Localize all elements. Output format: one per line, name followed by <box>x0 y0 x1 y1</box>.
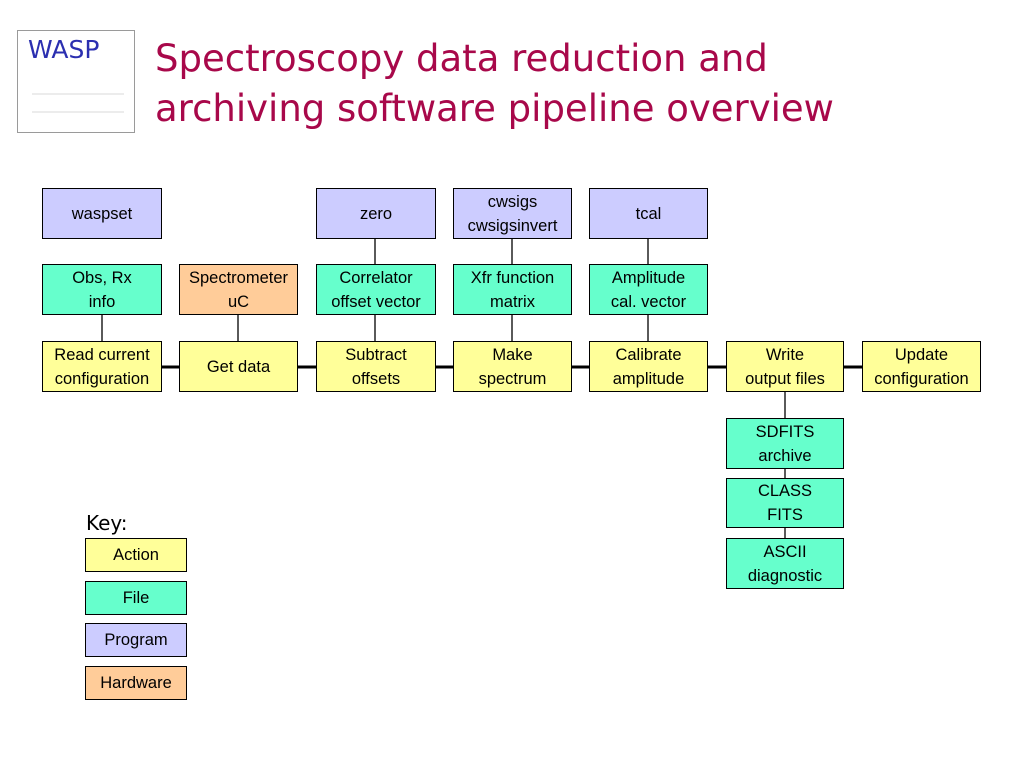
action-label-line-2: configuration <box>874 369 969 388</box>
action-label-line-1: Calibrate <box>615 345 682 364</box>
program-waspset: waspset <box>42 188 162 239</box>
action-make-spectrum: Make spectrum <box>453 341 572 392</box>
title-line-2: archiving software pipeline overview <box>155 87 834 130</box>
title-line-1: Spectroscopy data reduction and <box>155 37 768 80</box>
key-file-label: File <box>122 589 150 607</box>
action-label-line-1: Update <box>894 345 949 364</box>
action-write-output: Write output files <box>726 341 844 392</box>
action-label-line-2: offsets <box>351 369 401 388</box>
action-label-line-1: Make <box>492 345 533 364</box>
action-update-config: Update configuration <box>862 341 981 392</box>
action-label-line-1: Subtract <box>345 345 407 364</box>
program-label-line-2: cwsigsinvert <box>467 216 558 235</box>
action-label: Get data <box>206 357 271 376</box>
file-label-line-2: info <box>88 292 116 311</box>
file-label-line-1: Obs, Rx <box>72 268 132 287</box>
program-zero: zero <box>316 188 436 239</box>
file-label-line-2: offset vector <box>331 292 421 311</box>
file-label-line-2: FITS <box>767 506 803 524</box>
logo-faint-line <box>32 93 124 95</box>
hardware-spectrometer: Spectrometer uC <box>179 264 298 315</box>
file-sdfits-archive: SDFITS archive <box>726 418 844 469</box>
key-action: Action <box>85 538 187 572</box>
program-cwsigs: cwsigs cwsigsinvert <box>453 188 572 239</box>
action-get-data: Get data <box>179 341 298 392</box>
logo-faint-line <box>32 111 124 113</box>
file-label-line-1: Xfr function <box>470 268 555 287</box>
key-action-label: Action <box>113 546 159 564</box>
wasp-logo: WASP <box>17 30 135 133</box>
key-hardware: Hardware <box>85 666 187 700</box>
key-hardware-label: Hardware <box>100 674 172 692</box>
file-correlator-offset: Correlator offset vector <box>316 264 436 315</box>
action-label-line-2: configuration <box>54 369 150 388</box>
action-read-config: Read current configuration <box>42 341 162 392</box>
file-label-line-1: Amplitude <box>611 268 686 287</box>
file-label-line-2: cal. vector <box>610 292 687 311</box>
page-title: Spectroscopy data reduction and archivin… <box>155 34 1015 134</box>
hardware-label-line-1: Spectrometer <box>188 268 289 287</box>
file-xfr-function: Xfr function matrix <box>453 264 572 315</box>
program-label: tcal <box>635 204 662 223</box>
file-label-line-2: archive <box>758 446 812 465</box>
file-class-fits: CLASS FITS <box>726 478 844 528</box>
action-label-line-2: output files <box>745 369 825 388</box>
logo-text: WASP <box>28 35 100 64</box>
key-program: Program <box>85 623 187 657</box>
file-label-line-1: SDFITS <box>755 422 815 441</box>
action-label-line-2: amplitude <box>612 369 685 388</box>
hardware-label-line-2: uC <box>227 292 250 311</box>
key-label: Key: <box>86 511 128 535</box>
file-label-line-1: ASCII <box>763 542 807 561</box>
action-label-line-1: Read current <box>54 345 150 364</box>
key-file: File <box>85 581 187 615</box>
file-ascii-diagnostic: ASCII diagnostic <box>726 538 844 589</box>
file-obs-rx-info: Obs, Rx info <box>42 264 162 315</box>
key-program-label: Program <box>104 631 168 649</box>
action-label-line-2: spectrum <box>478 369 547 388</box>
file-label-line-2: diagnostic <box>747 566 823 585</box>
action-label-line-1: Write <box>765 345 805 364</box>
program-tcal: tcal <box>589 188 708 239</box>
file-label-line-1: CLASS <box>757 482 813 500</box>
file-amplitude-cal: Amplitude cal. vector <box>589 264 708 315</box>
program-label: zero <box>359 204 393 223</box>
file-label-line-1: Correlator <box>339 268 413 287</box>
program-label: waspset <box>71 204 133 223</box>
action-subtract-offsets: Subtract offsets <box>316 341 436 392</box>
file-label-line-2: matrix <box>490 292 535 311</box>
program-label-line-1: cwsigs <box>487 192 538 211</box>
action-calibrate-amplitude: Calibrate amplitude <box>589 341 708 392</box>
